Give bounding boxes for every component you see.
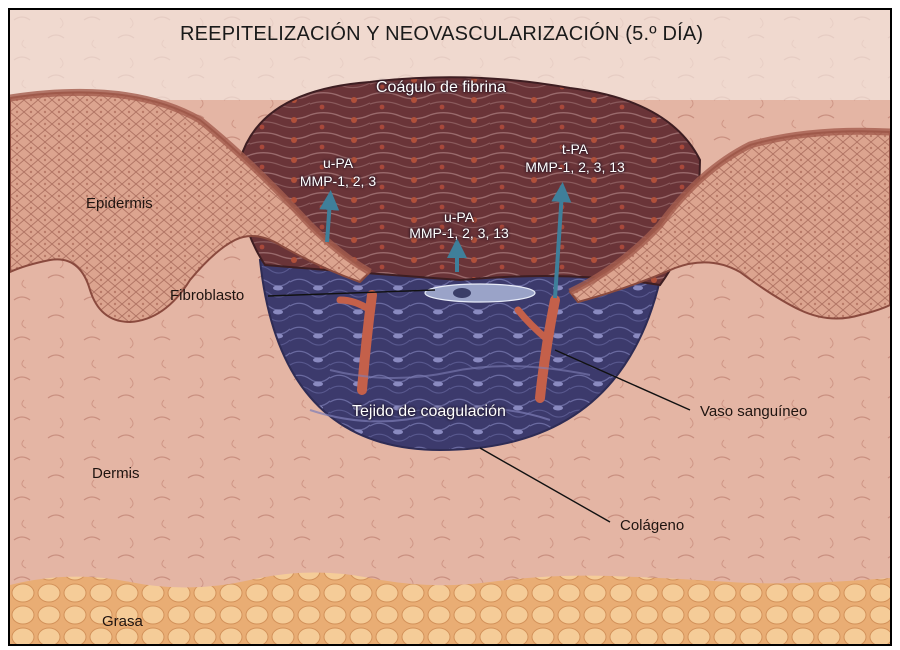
- enzyme-annotation-right-line2: MMP-1, 2, 3, 13: [502, 160, 648, 174]
- label-granulation-tissue: Tejido de coagulación: [352, 404, 506, 420]
- enzyme-annotation-left-line2: MMP-1, 2, 3: [276, 174, 400, 188]
- fibroblast-nucleus: [453, 288, 471, 298]
- figure-title: REEPITELIZACIÓN Y NEOVASCULARIZACIÓN (5.…: [180, 24, 703, 44]
- illustration-frame: REEPITELIZACIÓN Y NEOVASCULARIZACIÓN (5.…: [8, 8, 892, 646]
- label-fat: Grasa: [102, 614, 143, 629]
- enzyme-annotation-left-line1: u-PA: [288, 156, 388, 170]
- enzyme-annotation-middle-line2: MMP-1, 2, 3, 13: [386, 226, 532, 240]
- label-dermis: Dermis: [92, 466, 140, 481]
- label-collagen: Colágeno: [620, 518, 684, 533]
- label-blood-vessel: Vaso sanguíneo: [700, 404, 807, 419]
- label-fibroblast: Fibroblasto: [170, 288, 244, 303]
- label-epidermis: Epidermis: [86, 196, 153, 211]
- enzyme-annotation-right-line1: t-PA: [520, 142, 630, 156]
- wound-healing-illustration: [10, 10, 890, 644]
- label-fibrin-clot: Coágulo de fibrina: [376, 80, 506, 96]
- fibroblast-cell: [425, 284, 535, 302]
- enzyme-annotation-middle-line1: u-PA: [404, 210, 514, 224]
